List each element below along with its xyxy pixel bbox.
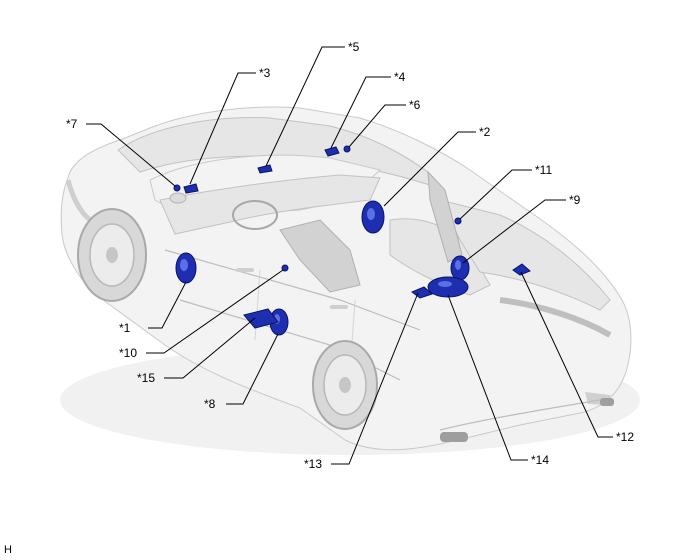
callout-9: *9 <box>569 193 581 207</box>
callout-2: *2 <box>479 125 491 139</box>
component-7 <box>173 184 181 192</box>
callout-6: *6 <box>409 98 421 112</box>
speaker-1-front-door <box>175 252 197 284</box>
callout-5: *5 <box>348 40 360 54</box>
callout-10: *10 <box>119 346 137 360</box>
component-10 <box>281 264 289 272</box>
rear-deck <box>439 199 611 311</box>
callout-3: *3 <box>259 66 271 80</box>
speaker-4 <box>324 146 340 157</box>
speaker-14-subwoofer <box>427 276 469 298</box>
component-15-amplifier <box>243 308 279 329</box>
speaker-9-rear-deck <box>450 255 470 281</box>
center-console <box>279 219 361 293</box>
speaker-3-tweeter <box>183 183 199 194</box>
callout-4: *4 <box>394 70 406 84</box>
leader-lines <box>86 46 613 465</box>
rear-wheel <box>312 340 378 430</box>
steering-wheel <box>232 200 278 230</box>
speaker-2-rear-door <box>361 200 385 234</box>
callout-14: *14 <box>531 453 549 467</box>
callout-13: *13 <box>304 457 322 471</box>
callout-15: *15 <box>137 371 155 385</box>
component-11 <box>454 217 462 225</box>
callout-11: *11 <box>535 163 552 177</box>
callout-1: *1 <box>119 321 131 335</box>
car-illustration <box>60 106 640 455</box>
speaker-components <box>173 145 531 336</box>
figure-id: H <box>4 544 12 556</box>
component-6 <box>343 145 351 153</box>
callout-12: *12 <box>616 430 634 444</box>
callout-labels: *1 *2 *3 *4 *5 *6 *7 *8 *9 *10 *11 *12 *… <box>66 40 634 471</box>
callout-8: *8 <box>204 397 216 411</box>
component-12 <box>512 263 531 276</box>
callout-7: *7 <box>66 117 78 131</box>
front-wheel <box>77 208 147 302</box>
